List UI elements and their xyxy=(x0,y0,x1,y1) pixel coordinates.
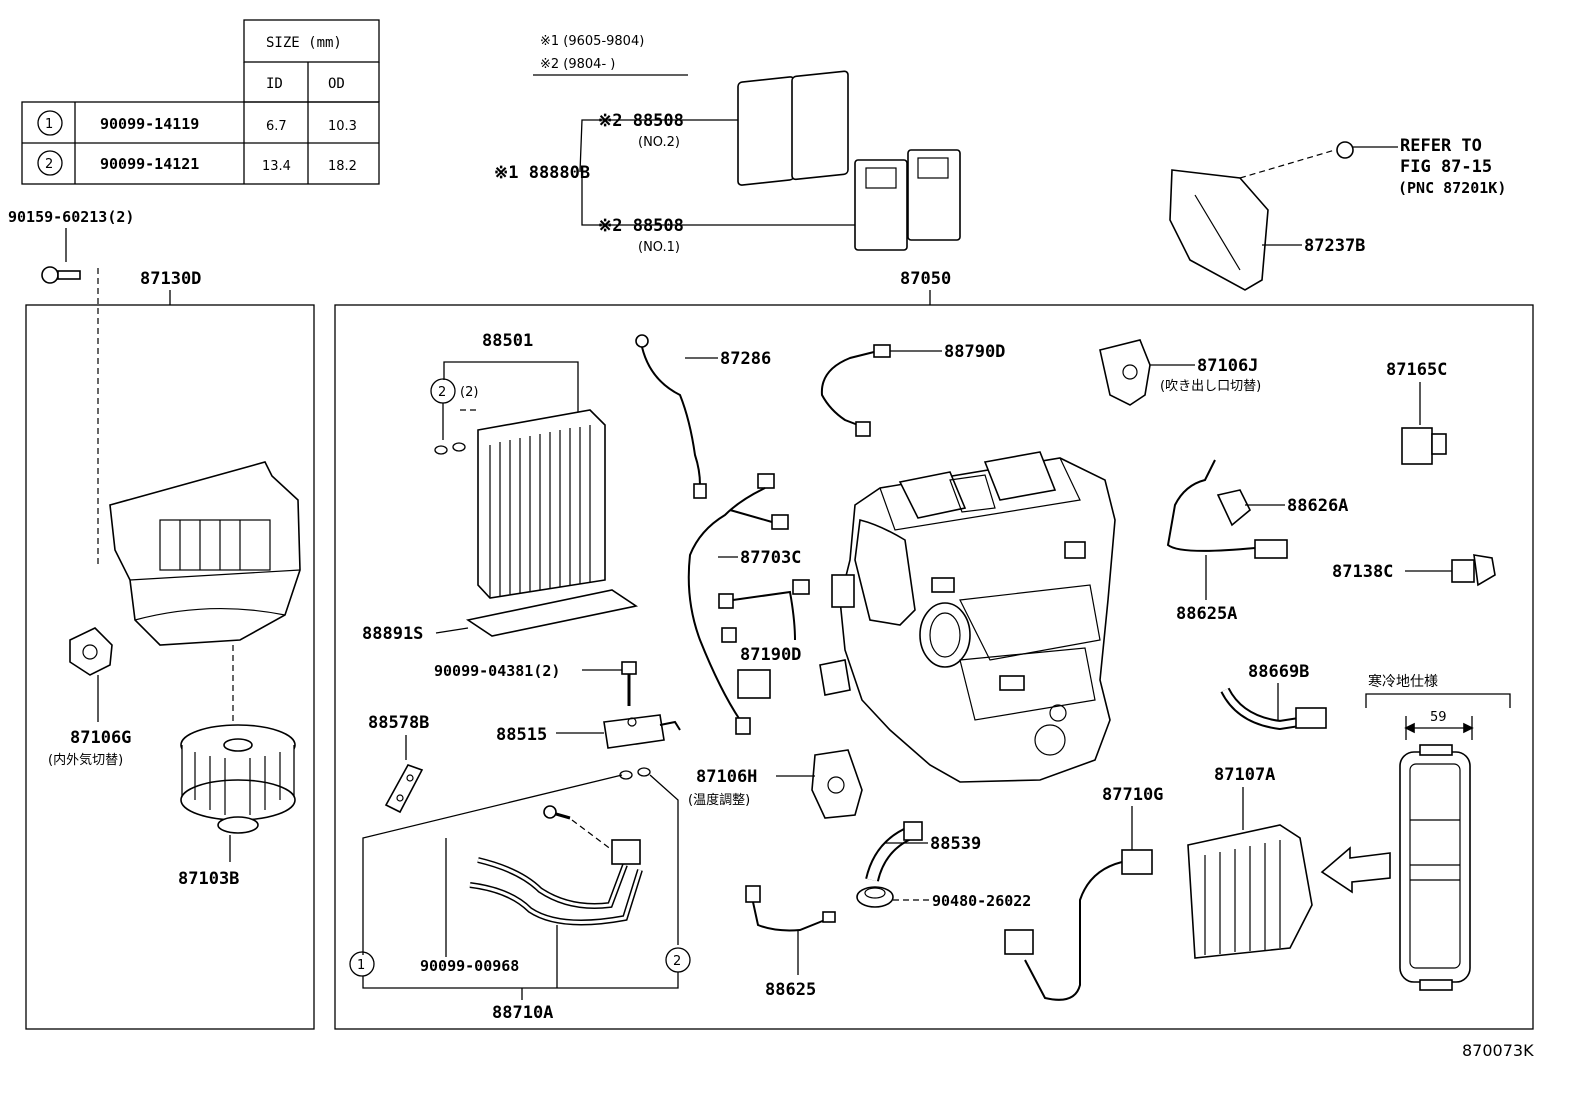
sensor-87286 xyxy=(635,334,707,499)
blower-box xyxy=(25,304,315,1030)
row1-id: 6.7 xyxy=(266,119,287,134)
size-table: SIZE (mm) ID OD 1 90099-14119 6.7 10.3 2… xyxy=(21,19,380,185)
servo-87106G xyxy=(69,627,113,676)
label-87190D: 87190D xyxy=(740,645,801,665)
note-2: ※2 (9804- ) xyxy=(540,57,615,72)
label-87106J: 87106J xyxy=(1197,356,1258,376)
label-88669B: 88669B xyxy=(1248,662,1309,682)
circle2-88501: 2 xyxy=(438,385,446,400)
od-header: OD xyxy=(328,76,345,92)
label-88578B: 88578B xyxy=(368,713,429,733)
sensor-88625 xyxy=(745,885,836,932)
label-90099-00968: 90099-00968 xyxy=(420,957,519,975)
refer-line2: FIG 87-15 xyxy=(1400,157,1492,177)
label-87237B: 87237B xyxy=(1304,236,1365,256)
bolt-90159 xyxy=(41,266,81,284)
label-90099-04381: 90099-04381(2) xyxy=(434,662,560,680)
label-87710G: 87710G xyxy=(1102,785,1163,805)
label-87106G: 87106G xyxy=(70,728,131,748)
unit-box xyxy=(334,304,1534,1030)
figure-number: 870073K xyxy=(1462,1041,1534,1060)
refer-line1: REFER TO xyxy=(1400,136,1482,156)
circle1-pipe: 1 xyxy=(357,958,365,973)
filter-no1 xyxy=(854,149,961,251)
dim-59: 59 xyxy=(1430,710,1447,725)
harness-87190D xyxy=(718,579,810,643)
blower-case xyxy=(109,461,301,646)
sensor-88626A xyxy=(1166,459,1288,559)
label-88790D: 88790D xyxy=(944,342,1005,362)
harness-87703C xyxy=(687,473,789,735)
label-88508-no2: ※2 88508 xyxy=(598,111,684,131)
relay-87710G xyxy=(1004,849,1153,1001)
label-90159: 90159-60213(2) xyxy=(8,208,134,226)
label-88515: 88515 xyxy=(496,725,547,745)
label-90480: 90480-26022 xyxy=(932,892,1031,910)
circle2-pipe: 2 xyxy=(673,954,681,969)
label-88501: 88501 xyxy=(482,331,533,351)
label-87286: 87286 xyxy=(720,349,771,369)
heater-case xyxy=(819,451,1116,783)
tray-88891S xyxy=(465,589,639,637)
label-88508-no1-sub: (NO.1) xyxy=(638,240,680,255)
pipe-88669B xyxy=(1220,687,1327,731)
evaporator-88501 xyxy=(477,409,606,599)
grommet-90480 xyxy=(856,886,894,908)
size-header: SIZE (mm) xyxy=(266,35,342,51)
label-87165C: 87165C xyxy=(1386,360,1447,380)
row1-od: 10.3 xyxy=(328,119,357,134)
screw-90099-04381 xyxy=(621,661,637,706)
label-88501-sub: (2) xyxy=(460,385,478,400)
heater-core-cold xyxy=(1399,744,1471,991)
label-87138C: 87138C xyxy=(1332,562,1393,582)
label-88539: 88539 xyxy=(930,834,981,854)
heater-core-87107A xyxy=(1187,824,1313,959)
label-cold-spec: 寒冷地仕様 xyxy=(1368,673,1438,690)
cover-87237B xyxy=(1169,141,1354,291)
label-87107A: 87107A xyxy=(1214,765,1275,785)
gasket-88578B xyxy=(384,764,424,814)
filter-no2 xyxy=(737,70,849,186)
label-87106H-sub: (温度調整) xyxy=(688,792,750,808)
label-87106J-sub: (吹き出し口切替) xyxy=(1160,379,1261,394)
hose-88539 xyxy=(865,821,923,882)
label-87130D: 87130D xyxy=(140,269,201,289)
pipe-88710A xyxy=(469,805,643,926)
connector-87138C xyxy=(1451,554,1496,587)
label-87106G-sub: (内外気切替) xyxy=(48,752,123,768)
row1-mark: 1 xyxy=(45,117,53,132)
label-88891S: 88891S xyxy=(362,624,423,644)
label-87703C: 87703C xyxy=(740,548,801,568)
label-88880B: ※1 88880B xyxy=(494,163,590,183)
resistor-87165C xyxy=(1401,427,1447,465)
label-88508-no1: ※2 88508 xyxy=(598,216,684,236)
row2-mark: 2 xyxy=(45,157,53,172)
id-header: ID xyxy=(266,76,283,92)
valve-88515 xyxy=(603,714,681,749)
row1-part: 90099-14119 xyxy=(100,115,199,133)
sensor-88790D xyxy=(820,344,891,437)
label-88508-no2-sub: (NO.2) xyxy=(638,135,680,150)
note-1: ※1 (9605-9804) xyxy=(540,34,644,49)
label-87050: 87050 xyxy=(900,269,951,289)
label-88625: 88625 xyxy=(765,980,816,1000)
row2-od: 18.2 xyxy=(328,159,357,174)
row2-part: 90099-14121 xyxy=(100,155,199,173)
refer-line3: (PNC 87201K) xyxy=(1398,179,1506,197)
label-88710A: 88710A xyxy=(492,1003,553,1023)
arrow-icon xyxy=(1320,846,1391,894)
row2-id: 13.4 xyxy=(262,159,291,174)
label-87103B: 87103B xyxy=(178,869,239,889)
label-88625A: 88625A xyxy=(1176,604,1237,624)
label-88626A: 88626A xyxy=(1287,496,1348,516)
servo-87106J xyxy=(1099,339,1151,406)
servo-87106H xyxy=(811,749,863,819)
blower-motor-87103B xyxy=(180,724,296,834)
label-87106H: 87106H xyxy=(696,767,757,787)
